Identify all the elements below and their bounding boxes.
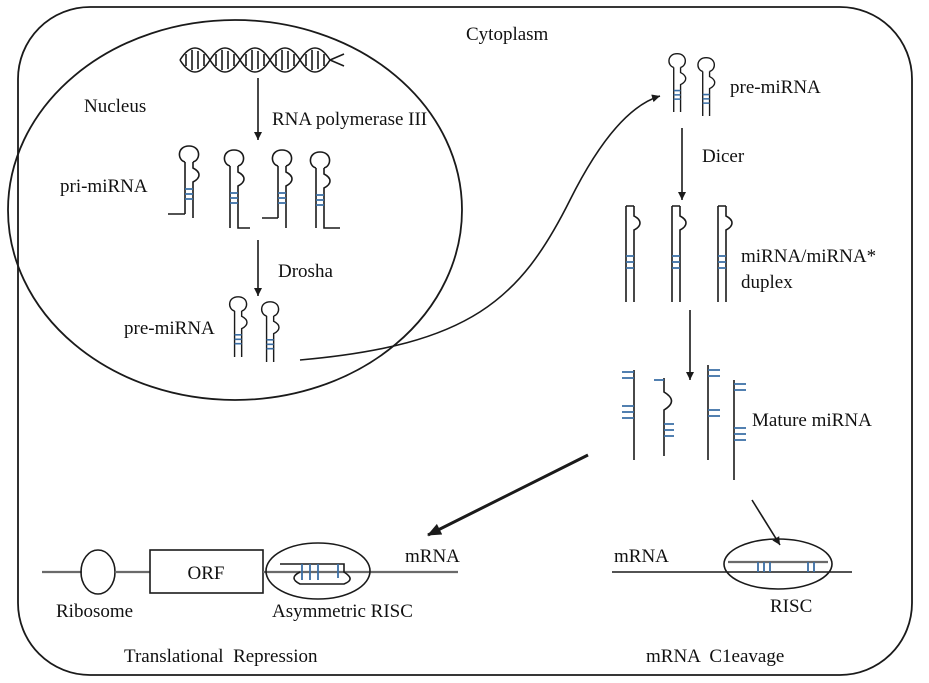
duplex-label-line1: miRNA/miRNA*	[741, 246, 876, 267]
export-arrow	[299, 94, 661, 361]
pri-mirna-hairpins	[168, 145, 340, 229]
repression-arrow	[427, 453, 589, 537]
mrna-right-label: mRNA	[614, 546, 669, 567]
mrna-cleavage-complex	[612, 538, 852, 590]
orf-label: ORF	[188, 563, 225, 584]
pri-mirna-label: pri-miRNA	[60, 176, 148, 197]
mature-mirna-strands	[622, 365, 746, 480]
cleavage-arrow	[751, 499, 781, 546]
ribosome-label: Ribosome	[56, 601, 133, 622]
asymmetric-risc-oval	[265, 542, 371, 600]
dicer-label: Dicer	[702, 146, 745, 167]
duplex-label-line2: duplex	[741, 272, 793, 293]
mrna-cleavage-label: mRNA C1eavage	[646, 646, 784, 667]
pre-mirna-nucleus-hairpins	[228, 295, 280, 363]
risc-label: RISC	[770, 596, 812, 617]
mature-mirna-label: Mature miRNA	[752, 410, 872, 431]
rna-polymerase-label: RNA polymerase III	[272, 109, 427, 130]
pre-mirna-cytoplasm-hairpins	[668, 52, 716, 117]
risc-oval	[723, 538, 833, 590]
ribosome-icon	[80, 549, 116, 595]
dna-helix-icon	[179, 47, 345, 73]
pre-mirna-cytoplasm-label: pre-miRNA	[730, 77, 821, 98]
cytoplasm-label: Cytoplasm	[466, 24, 549, 45]
translational-repression-complex	[42, 542, 458, 600]
translational-repression-label: Translational Repression	[124, 646, 318, 667]
nucleus-label: Nucleus	[84, 96, 146, 117]
mrna-left-label: mRNA	[405, 546, 460, 567]
drosha-label: Drosha	[278, 261, 333, 282]
mirna-duplexes	[625, 205, 733, 302]
nucleus-boundary	[7, 19, 463, 401]
cell-boundary	[17, 6, 913, 676]
orf-box	[149, 549, 264, 594]
pre-mirna-nucleus-label: pre-miRNA	[124, 318, 215, 339]
asymmetric-risc-label: Asymmetric RISC	[272, 601, 413, 622]
